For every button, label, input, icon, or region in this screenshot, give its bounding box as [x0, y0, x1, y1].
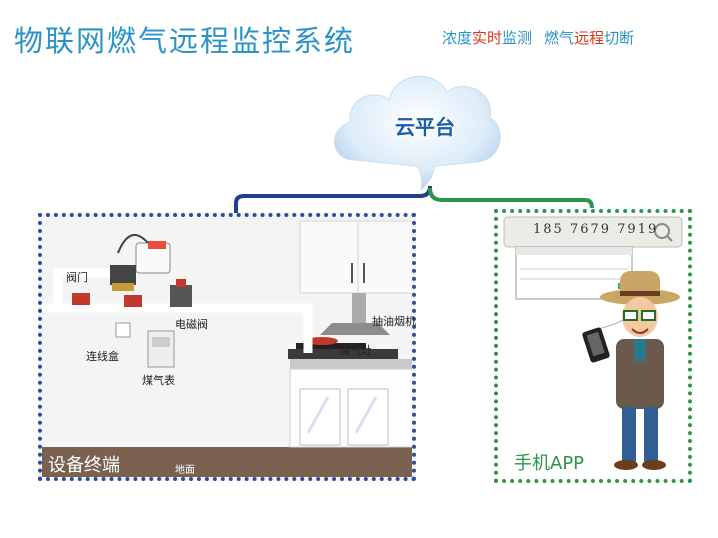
solenoid-valve-label: 电磁阀: [175, 318, 208, 331]
floor-label: 地面: [175, 465, 195, 476]
kitchen-illustration: [42, 217, 412, 477]
app-illustration: [503, 216, 683, 470]
cloud-icon: [333, 75, 501, 192]
phone-number: 185 7679 7919: [533, 222, 659, 237]
valve-label: 阀门: [66, 271, 88, 284]
junction-box-icon: [115, 322, 131, 338]
solenoid-valve-icon: [170, 285, 192, 307]
range-hood-icon: [352, 293, 366, 323]
app-screen-preview: [515, 246, 633, 300]
range-hood-label: 抽油烟机: [372, 315, 416, 328]
mobile-app-panel: [494, 209, 692, 483]
tagline-part-4: 燃气: [544, 29, 575, 47]
device-terminal-title: 设备终端: [48, 455, 120, 476]
tagline: 浓度实时监测燃气远程切断: [442, 27, 634, 48]
junction-box-label: 连线盒: [86, 350, 119, 363]
mobile-app-title: 手机APP: [514, 453, 585, 474]
gas-stove-label: 煤气灶: [339, 344, 372, 357]
device-terminal-panel: [38, 213, 416, 481]
tagline-part-2: 实时: [472, 29, 503, 47]
search-icon: [654, 223, 670, 239]
page-title: 物联网燃气远程监控系统: [14, 24, 356, 58]
gas-stove-icon: [288, 349, 398, 359]
tagline-part-3: 监测: [502, 29, 533, 47]
tagline-part-6: 切断: [604, 29, 635, 47]
gas-meter-label: 煤气表: [142, 374, 175, 387]
tagline-part-1: 浓度: [442, 29, 473, 47]
gas-meter-icon: [147, 330, 175, 368]
valve-icon: [110, 265, 136, 285]
cloud-platform-label: 云平台: [395, 115, 455, 139]
tagline-part-5: 远程: [574, 29, 605, 47]
